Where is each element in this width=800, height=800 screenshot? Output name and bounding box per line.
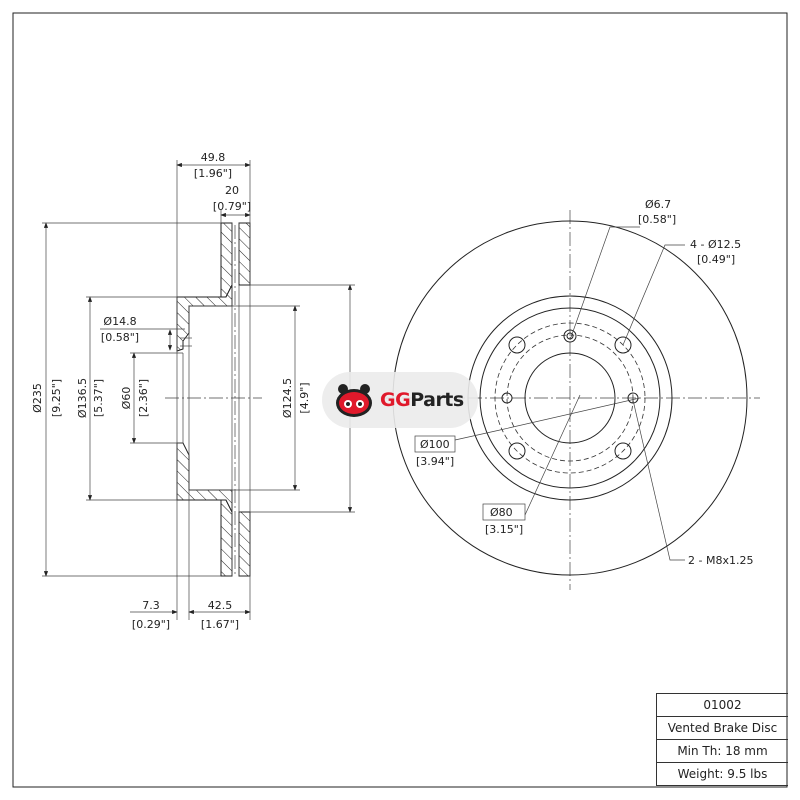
bolt-hole <box>508 442 526 460</box>
outer-plate-top <box>220 222 233 298</box>
bolt-holes-leader <box>622 244 685 346</box>
threaded-holes-label: 2 - M8x1.25 <box>688 554 753 567</box>
bolt-hole <box>508 336 526 354</box>
locator-hole <box>563 329 577 343</box>
bolt-holes-mm: 4 - Ø12.5 <box>690 238 741 251</box>
bolt-hole <box>614 336 632 354</box>
front-view: Ø6.7 [0.58"] 4 - Ø12.5 [0.49"] Ø100 [3.9… <box>380 198 760 590</box>
part-number: 01002 <box>657 694 788 717</box>
locator-hole-leader <box>569 226 640 341</box>
small-hole-in: [0.58"] <box>101 331 139 344</box>
hat-height-mm: 42.5 <box>208 599 233 612</box>
hat-diameter-mm: Ø136.5 <box>76 378 89 418</box>
min-thickness: Min Th: 18 mm <box>657 740 788 763</box>
brand-logo: GGParts <box>322 372 478 428</box>
inner-plate-top <box>238 222 251 286</box>
center-bore-in: [2.36"] <box>137 379 150 417</box>
weight: Weight: 9.5 lbs <box>657 763 788 786</box>
inner-diameter-mm: Ø124.5 <box>281 378 294 418</box>
inner-plate-bottom <box>238 511 251 577</box>
overall-width-in: [1.96"] <box>194 167 232 180</box>
center-bore <box>524 352 616 444</box>
side-section-view: 49.8 [1.96"] 20 [0.79"] Ø14.8 [0.58"] 7.… <box>31 151 355 631</box>
bolt-circle <box>494 322 646 474</box>
hat-edge <box>479 307 661 489</box>
inner-diameter-in: [4.9"] <box>298 382 311 413</box>
outer-diameter-in: [9.25"] <box>50 379 63 417</box>
mascot-icon <box>336 384 372 417</box>
part-description: Vented Brake Disc <box>657 717 788 740</box>
threaded-holes-leader <box>632 399 685 561</box>
bolt-circle-leader <box>454 397 641 441</box>
pilot-leader <box>524 394 581 516</box>
threaded-hole <box>501 392 513 404</box>
pilot-circle <box>506 334 634 462</box>
overall-width-mm: 49.8 <box>201 151 226 164</box>
hat-height-in: [1.67"] <box>201 618 239 631</box>
bolt-hole <box>614 442 632 460</box>
center-bore-mm: Ø60 <box>120 387 133 410</box>
hat-diameter-in: [5.37"] <box>92 379 105 417</box>
disc-thickness-in: [0.79"] <box>213 200 251 213</box>
bolt-circle-mm: Ø100 <box>420 438 450 451</box>
sheet-border <box>12 12 788 788</box>
bolt-holes-in: [0.49"] <box>697 253 735 266</box>
hat-thickness-mm: 7.3 <box>142 599 160 612</box>
outer-diameter-mm: Ø235 <box>31 383 44 413</box>
small-hole-mm: Ø14.8 <box>103 315 136 328</box>
brand-name-part2: Parts <box>410 389 464 411</box>
pilot-in: [3.15"] <box>485 523 523 536</box>
bolt-circle-in: [3.94"] <box>416 455 454 468</box>
threaded-hole <box>627 392 639 404</box>
brand-name: GGParts <box>380 389 464 411</box>
pilot-mm: Ø80 <box>490 506 513 519</box>
disc-thickness-mm: 20 <box>225 184 239 197</box>
locator-hole-mm: Ø6.7 <box>645 198 671 211</box>
hat-thickness-in: [0.29"] <box>132 618 170 631</box>
outer-plate-bottom <box>220 499 233 577</box>
title-block: 01002 Vented Brake Disc Min Th: 18 mm We… <box>656 693 788 786</box>
locator-hole-in: [0.58"] <box>638 213 676 226</box>
brand-name-part1: GG <box>380 389 411 411</box>
